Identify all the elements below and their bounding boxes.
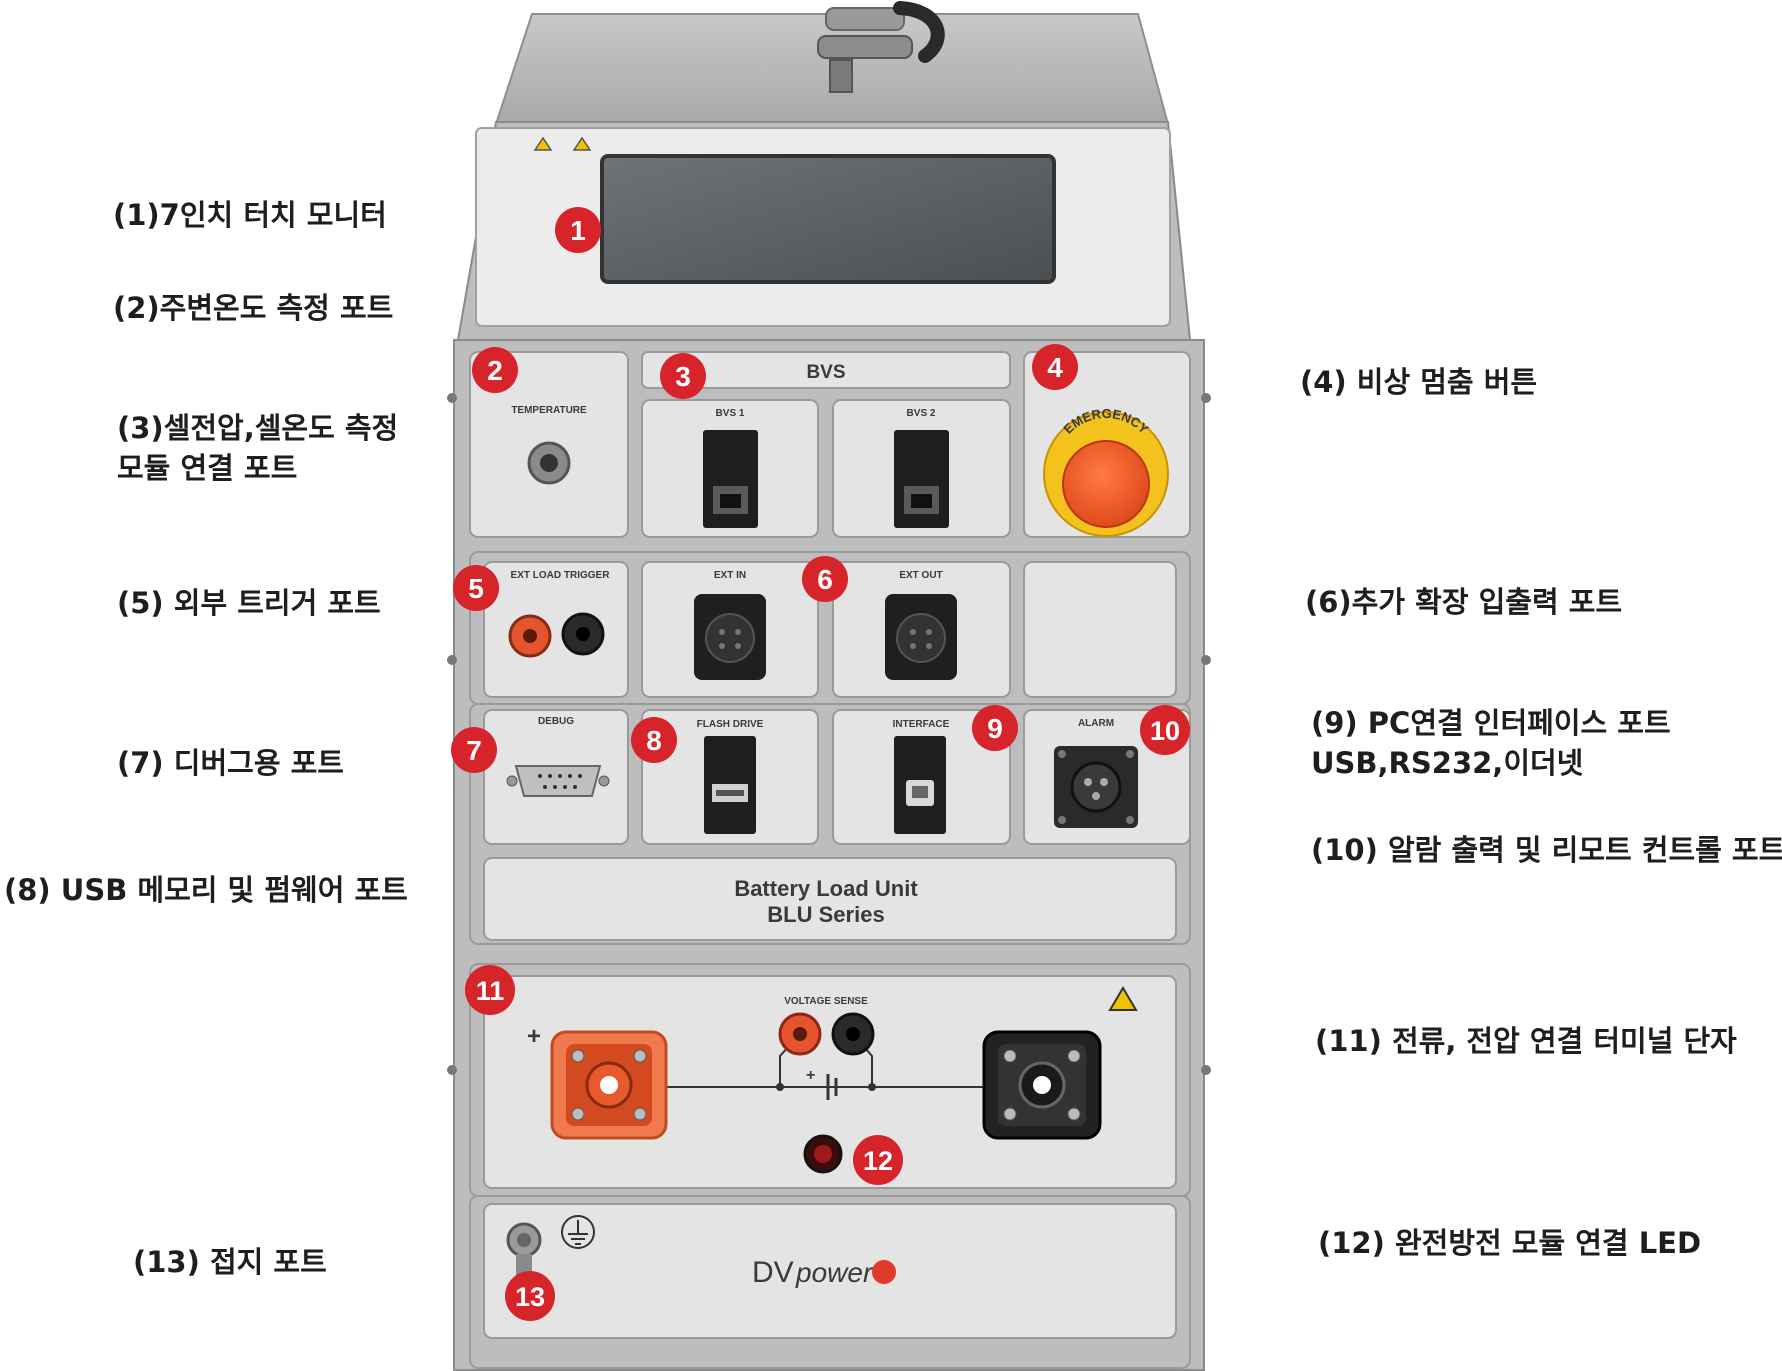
brand-dv: DV: [752, 1256, 794, 1289]
interface-label: INTERFACE: [893, 719, 950, 730]
ext-load-trigger-label: EXT LOAD TRIGGER: [511, 570, 611, 581]
bvs2-panel: BVS 2: [832, 399, 1011, 538]
label-expansion-io: (6)추가 확장 입출력 포트: [1305, 585, 1623, 619]
label-discharge-led: (12) 완전방전 모듈 연결 LED: [1318, 1226, 1702, 1260]
label-bvs-port-line2: 모듈 연결 포트: [117, 451, 298, 485]
ext-in-panel: EXT IN: [641, 561, 819, 698]
interface-panel: INTERFACE: [832, 709, 1011, 845]
warning-icon: [533, 136, 553, 151]
svg-text:8: 8: [646, 725, 662, 756]
label-ground-port: (13) 접지 포트: [133, 1245, 327, 1279]
warning-icon: [572, 136, 592, 151]
ext-in-label: EXT IN: [714, 570, 746, 581]
svg-text:1: 1: [570, 215, 586, 246]
plus-sign: +: [527, 1023, 541, 1050]
debug-serial-port[interactable]: [514, 765, 602, 797]
badge-10: 10: [1140, 705, 1190, 755]
ext-load-trigger-panel: EXT LOAD TRIGGER: [483, 561, 629, 698]
ground-icon: [561, 1215, 595, 1249]
product-line1: Battery Load Unit: [734, 876, 918, 901]
svg-text:3: 3: [675, 361, 691, 392]
debug-label: DEBUG: [538, 716, 574, 727]
product-name-panel: Battery Load Unit BLU Series: [483, 857, 1177, 941]
bvs-title: BVS: [806, 362, 845, 383]
svg-text:5: 5: [468, 573, 484, 604]
ext-out-label: EXT OUT: [899, 570, 942, 581]
alarm-label: ALARM: [1078, 718, 1114, 729]
label-pc-interface: (9) PC연결 인터페이스 포트 USB,RS232,이더넷: [1311, 703, 1671, 783]
label-debug-port: (7) 디버그용 포트: [117, 746, 344, 780]
temperature-label: TEMPERATURE: [511, 405, 587, 416]
label-emergency-button: (4) 비상 멈춤 버튼: [1300, 365, 1538, 399]
warning-icon: [1108, 986, 1138, 1011]
svg-text:13: 13: [515, 1282, 545, 1312]
emergency-panel: EMERGENCY: [1023, 351, 1191, 538]
voltage-sense-label: VOLTAGE SENSE: [784, 996, 868, 1007]
badge-2: 2: [472, 347, 518, 393]
label-touch-monitor: (1)7인치 터치 모니터: [113, 198, 387, 232]
badge-12: 12: [853, 1135, 903, 1185]
touch-screen[interactable]: [600, 154, 1056, 284]
label-terminals: (11) 전류, 전압 연결 터미널 단자: [1315, 1024, 1737, 1058]
badge-1: 1: [555, 207, 601, 253]
bvs-header: BVS: [641, 351, 1011, 389]
ground-panel: DV power: [469, 1195, 1191, 1369]
badge-5: 5: [453, 565, 499, 611]
flash-drive-panel: FLASH DRIVE: [641, 709, 819, 845]
emergency-stop-button[interactable]: [1062, 440, 1150, 528]
bvs2-label: BVS 2: [907, 408, 936, 419]
badge-3: 3: [660, 353, 706, 399]
label-usb-port: (8) USB 메모리 및 펌웨어 포트: [4, 873, 408, 907]
handle-icon: [817, 1, 945, 93]
brand-power: power: [795, 1257, 874, 1288]
badge-4: 4: [1032, 344, 1078, 390]
svg-text:6: 6: [817, 564, 833, 595]
label-pc-interface-line2: USB,RS232,이더넷: [1311, 746, 1584, 780]
battery-plus-sign: +: [806, 1067, 815, 1084]
product-line2: BLU Series: [767, 902, 884, 927]
label-alarm-port: (10) 알람 출력 및 리모트 컨트롤 포트: [1311, 833, 1782, 867]
badge-8: 8: [631, 717, 677, 763]
svg-text:4: 4: [1047, 352, 1063, 383]
label-trigger-port: (5) 외부 트리거 포트: [117, 586, 381, 620]
label-temp-port: (2)주변온도 측정 포트: [113, 291, 394, 325]
badge-11: 11: [465, 965, 515, 1015]
badge-13: 13: [505, 1271, 555, 1321]
temperature-panel: TEMPERATURE: [469, 351, 629, 538]
badge-9: 9: [972, 705, 1018, 751]
badge-7: 7: [451, 727, 497, 773]
bvs1-label: BVS 1: [716, 408, 745, 419]
label-bvs-port: (3)셀전압,셀온도 측정 모듈 연결 포트: [117, 408, 398, 488]
svg-text:7: 7: [466, 735, 482, 766]
svg-text:12: 12: [863, 1146, 893, 1176]
terminal-panel: + VOLTAGE SENSE +: [469, 963, 1191, 1197]
debug-panel: DEBUG: [483, 709, 629, 845]
ext-out-panel: EXT OUT: [832, 561, 1011, 698]
label-bvs-port-line1: (3)셀전압,셀온도 측정: [117, 411, 399, 445]
svg-text:11: 11: [476, 976, 505, 1006]
dvpower-logo: DV power: [752, 1256, 896, 1289]
flash-drive-label: FLASH DRIVE: [697, 719, 764, 730]
bvs1-panel: BVS 1: [641, 399, 819, 538]
svg-text:10: 10: [1150, 716, 1180, 746]
screen-section: [456, 121, 1192, 341]
label-pc-interface-line1: (9) PC연결 인터페이스 포트: [1311, 706, 1671, 740]
badge-6: 6: [802, 556, 848, 602]
svg-text:2: 2: [487, 355, 503, 386]
svg-text:9: 9: [987, 713, 1003, 744]
blank-panel: [1023, 561, 1177, 698]
